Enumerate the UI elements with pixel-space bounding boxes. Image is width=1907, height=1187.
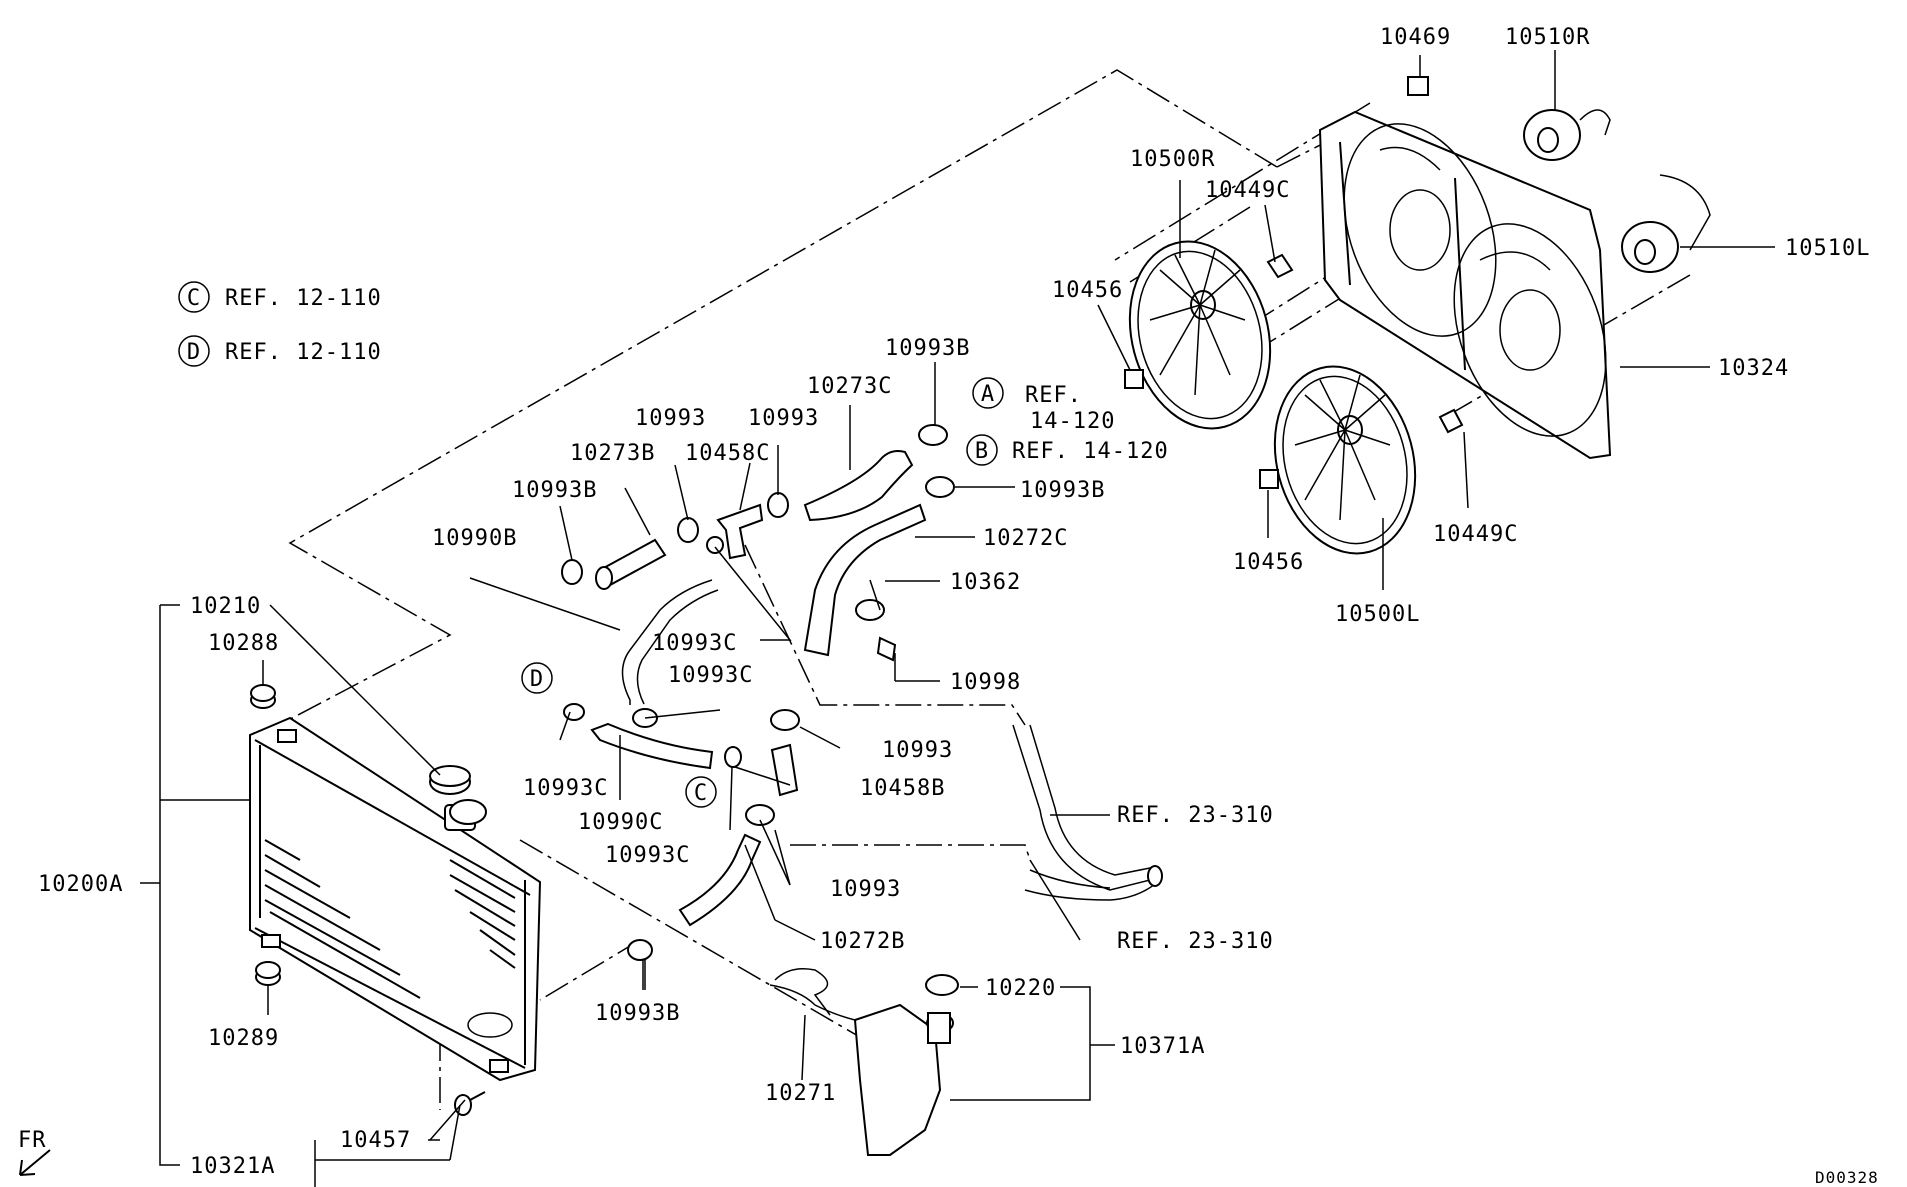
part-label-10362: 10362 (950, 570, 1021, 595)
part-label-10993B-b: 10993B (512, 478, 597, 503)
part-label-10456-bottom: 10456 (1233, 550, 1304, 575)
grommet-10289 (255, 961, 281, 986)
radiator (249, 716, 542, 1082)
ref-b-label: REF. 14-120 (1012, 439, 1169, 464)
ref-circle-a: A (972, 377, 1004, 409)
part-label-10993-d: 10993 (830, 877, 901, 902)
part-label-10469: 10469 (1380, 25, 1451, 50)
part-label-10456-top: 10456 (1052, 278, 1123, 303)
part-label-10510L: 10510L (1785, 236, 1870, 261)
ref-circle-d: D (178, 335, 210, 367)
part-label-10289: 10289 (208, 1026, 279, 1051)
svg-text:B: B (975, 439, 989, 464)
ref-23-310-upper-label: REF. 23-310 (1117, 803, 1274, 828)
part-label-10321A: 10321A (190, 1154, 275, 1179)
part-label-10324: 10324 (1718, 356, 1789, 381)
part-label-10990C: 10990C (578, 810, 663, 835)
hoses (590, 450, 1163, 927)
part-label-10371A: 10371A (1120, 1034, 1205, 1059)
ref-a-label-1: REF. (1025, 383, 1082, 408)
part-label-10990B: 10990B (432, 526, 517, 551)
radiator-core-fins (264, 839, 516, 999)
clamps (561, 424, 955, 961)
fan-shroud (1318, 110, 1612, 460)
part-label-10510R: 10510R (1505, 25, 1590, 50)
part-label-10220: 10220 (985, 976, 1056, 1001)
part-label-10288: 10288 (208, 631, 279, 656)
ref-circle-c: C (178, 281, 210, 313)
part-label-10272B: 10272B (820, 929, 905, 954)
ref-circle-d-lower: D (521, 662, 553, 694)
labels: REF. 12-110 REF. 12-110 REF. 14-120 REF.… (18, 25, 1879, 1187)
svg-text:D: D (530, 667, 544, 692)
ref-23-310-lower-label: REF. 23-310 (1117, 929, 1274, 954)
fan-motor-right (1523, 109, 1611, 161)
part-label-10271: 10271 (765, 1081, 836, 1106)
part-label-10993B-a: 10993B (885, 336, 970, 361)
ref-circle-b: B (966, 434, 998, 466)
svg-text:D: D (187, 340, 201, 365)
part-label-10449C-bottom: 10449C (1433, 522, 1518, 547)
front-arrow-icon (19, 1149, 51, 1176)
part-label-10993B-d: 10993B (595, 1001, 680, 1026)
part-label-10458C: 10458C (685, 441, 770, 466)
part-label-10993-b: 10993 (748, 406, 819, 431)
svg-text:C: C (187, 286, 201, 311)
radiator-cap (429, 765, 471, 795)
part-label-10273B: 10273B (570, 441, 655, 466)
part-label-10993C-c: 10993C (523, 776, 608, 801)
leader-lines (140, 50, 1775, 1187)
part-label-10200A: 10200A (38, 872, 123, 897)
part-label-10993B-c: 10993B (1020, 478, 1105, 503)
fan-left (1273, 365, 1417, 555)
reserve-tank (769, 968, 959, 1156)
part-label-10500L: 10500L (1335, 602, 1420, 627)
diagram-code: D00328 (1815, 1168, 1879, 1187)
fr-label: FR (18, 1128, 47, 1153)
part-label-10273C: 10273C (807, 374, 892, 399)
part-label-10272C: 10272C (983, 526, 1068, 551)
part-label-10210: 10210 (190, 594, 261, 619)
part-label-10457: 10457 (340, 1128, 411, 1153)
part-label-10993-a: 10993 (635, 406, 706, 431)
part-label-10993C-b: 10993C (668, 663, 753, 688)
svg-text:A: A (981, 382, 995, 407)
part-label-10998: 10998 (950, 670, 1021, 695)
ref-a-label-2: 14-120 (1030, 409, 1115, 434)
part-label-10993C-d: 10993C (605, 843, 690, 868)
svg-text:C: C (694, 781, 708, 806)
part-label-10500R: 10500R (1130, 147, 1215, 172)
grommet-10288 (250, 684, 276, 709)
part-label-10993-c: 10993 (882, 738, 953, 763)
part-label-10993C-a: 10993C (652, 631, 737, 656)
part-label-10449C-top: 10449C (1205, 178, 1290, 203)
part-label-10458B: 10458B (860, 776, 945, 801)
ref-d-label: REF. 12-110 (225, 340, 382, 365)
ref-c-label: REF. 12-110 (225, 286, 382, 311)
ref-circle-c-lower: C (685, 776, 717, 808)
fan-motor-left (1621, 174, 1711, 273)
fan-right (1128, 240, 1272, 430)
